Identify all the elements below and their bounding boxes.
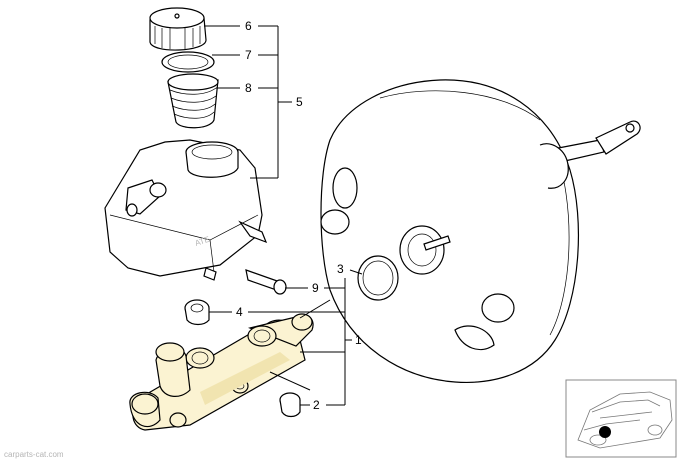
cap-nut bbox=[279, 392, 301, 418]
booster-o-ring bbox=[357, 255, 399, 301]
reservoir-cap-group bbox=[149, 7, 219, 129]
brake-fluid-reservoir: ATE bbox=[104, 139, 287, 295]
callout-labels: 6 7 8 5 3 9 4 1 2 bbox=[236, 19, 362, 412]
reservoir-marking: ATE bbox=[194, 235, 211, 248]
leader-lines bbox=[204, 25, 363, 406]
vehicle-location-icon bbox=[577, 391, 673, 449]
callout-9: 9 bbox=[312, 281, 319, 295]
brake-booster bbox=[320, 79, 641, 384]
callout-6: 6 bbox=[245, 19, 252, 33]
watermark: carparts-cat.com bbox=[4, 450, 64, 459]
master-cylinder bbox=[129, 313, 314, 431]
callout-8: 8 bbox=[245, 81, 252, 95]
callout-7: 7 bbox=[245, 48, 252, 62]
callout-3: 3 bbox=[337, 262, 344, 276]
master-cylinder-seal bbox=[184, 299, 210, 326]
callout-2: 2 bbox=[313, 398, 320, 412]
callout-4: 4 bbox=[236, 305, 243, 319]
vehicle-inset[interactable] bbox=[565, 379, 677, 458]
location-marker-icon bbox=[599, 426, 611, 438]
callout-5: 5 bbox=[296, 95, 303, 109]
callout-1: 1 bbox=[355, 333, 362, 347]
